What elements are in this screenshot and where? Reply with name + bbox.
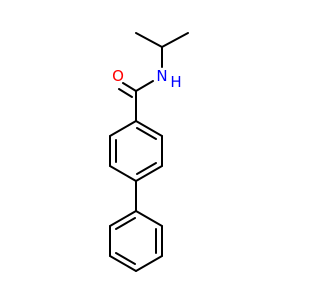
bond-ring2-d (109, 255, 137, 272)
bond-methyl-right (161, 32, 189, 48)
bond-ring1-d (109, 165, 137, 182)
bond-carbonyl-o-2 (118, 88, 133, 98)
bond-ring1-a (135, 120, 163, 137)
bond-carbonyl-o-1 (122, 82, 137, 92)
nitrogen-hydrogen-label: H (170, 73, 181, 91)
molecule-canvas: O N H (109, 32, 189, 272)
bond-ring2-a (135, 210, 163, 227)
bond-n-carbonyl (135, 80, 154, 92)
bond-ring2-inner-c (115, 217, 136, 230)
bond-ring2-c (135, 255, 163, 272)
bond-ring1-c (135, 165, 163, 182)
structure-diagram: O N H (109, 32, 189, 272)
bond-ring1-f (109, 120, 137, 137)
bond-ring2-f (109, 210, 137, 227)
bond-ring1-inner-a (136, 127, 157, 140)
bond-ring2-inner-b (115, 252, 136, 265)
oxygen-label: O (112, 67, 124, 85)
nitrogen-label: N (156, 67, 167, 85)
bond-ring1-inner-b (136, 162, 157, 175)
bond-methyl-left (135, 32, 163, 48)
